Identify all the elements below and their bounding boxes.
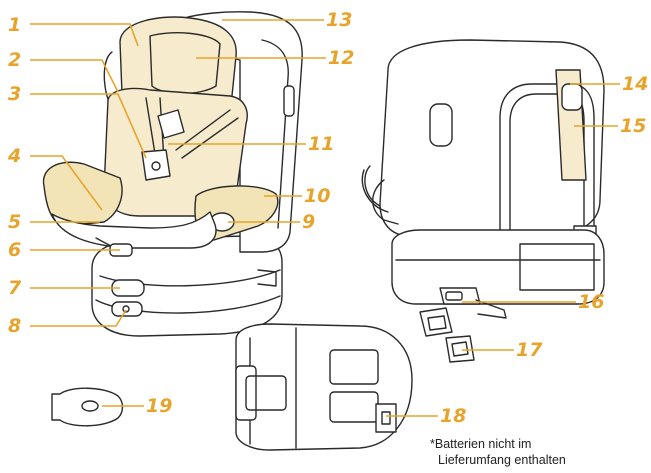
callout-1: 1	[8, 14, 21, 36]
callout-9: 9	[302, 211, 315, 233]
callout-10: 10	[304, 185, 330, 207]
battery-compartment	[375, 403, 397, 433]
base-button-lower	[111, 301, 143, 317]
callout-2: 2	[8, 49, 21, 71]
base-bottom-view	[235, 323, 413, 451]
remote-cover	[51, 387, 124, 427]
leader-lines	[30, 19, 620, 417]
callout-numbers: 1 2 3 4 5 6 7 8 9 10 11 12 13 14 15 16 1…	[7, 9, 648, 427]
callout-16: 16	[578, 291, 604, 313]
battery-footnote: *Batterien nicht im Lieferumfang enthalt…	[430, 436, 640, 468]
callout-8: 8	[8, 315, 21, 337]
callout-18: 18	[440, 405, 466, 427]
rear-vent	[429, 103, 453, 147]
isofix-guide-clip	[419, 307, 475, 363]
side-vent	[283, 85, 295, 117]
callout-13: 13	[326, 9, 352, 31]
chest-clip	[157, 109, 185, 139]
callout-4: 4	[7, 145, 21, 167]
callout-5: 5	[8, 211, 21, 233]
car-seat-rear-view	[361, 39, 605, 319]
footnote-line-1: *Batterien nicht im	[430, 437, 532, 451]
callout-19: 19	[146, 395, 172, 417]
callout-11: 11	[308, 133, 334, 155]
tether-hook	[561, 83, 583, 111]
callout-15: 15	[620, 115, 646, 137]
callout-12: 12	[328, 47, 354, 69]
harness-buckle	[141, 149, 171, 181]
callout-6: 6	[8, 239, 21, 261]
car-seat-front-view	[42, 11, 303, 337]
callout-3: 3	[8, 83, 21, 105]
callout-17: 17	[516, 339, 543, 361]
callout-14: 14	[622, 73, 648, 95]
callout-7: 7	[8, 277, 22, 299]
footnote-line-2: Lieferumfang enthalten	[438, 453, 566, 467]
